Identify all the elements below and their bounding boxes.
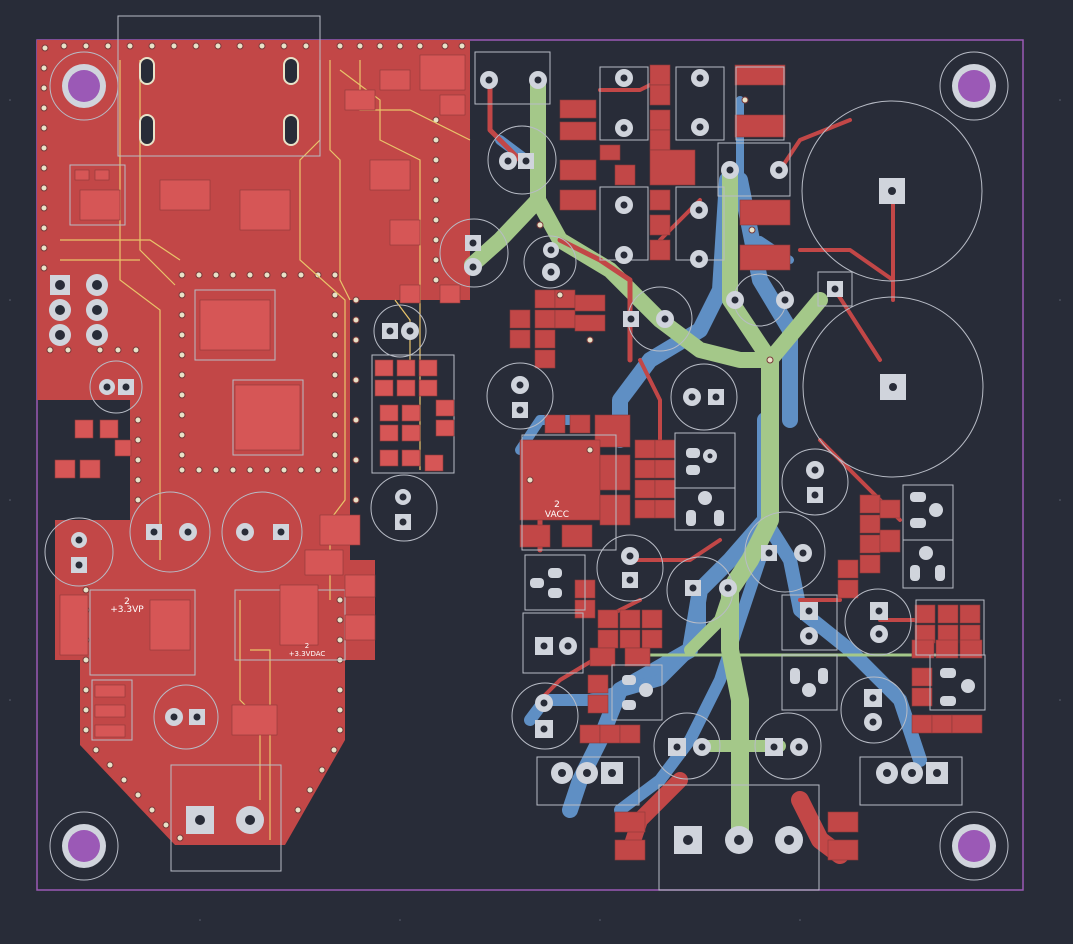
v33dac-net-number: 2 bbox=[305, 642, 309, 650]
tht-pads-right bbox=[464, 69, 975, 854]
smd-pads-right bbox=[509, 64, 983, 861]
mounting-holes bbox=[49, 51, 1009, 881]
silkscreen-right bbox=[439, 51, 986, 891]
v33p-net-label: +3.3VP bbox=[110, 605, 144, 615]
grid-dots bbox=[9, 99, 1061, 921]
vacc-net-label: VACC bbox=[545, 510, 569, 520]
v33p-net-number: 2 bbox=[124, 597, 130, 607]
v33dac-net-label: +3.3VDAC bbox=[289, 650, 326, 658]
silkscreen-left bbox=[44, 15, 455, 872]
net-labels: 2 VACC 2 +3.3VP 2 +3.3VDAC bbox=[110, 500, 569, 658]
tht-pads-left bbox=[49, 274, 419, 834]
vias-right bbox=[526, 96, 774, 484]
usb-connector-slots bbox=[139, 57, 299, 146]
stitching-vias-left bbox=[40, 42, 466, 842]
board-outline bbox=[36, 39, 1024, 891]
smd-pads-left bbox=[54, 54, 466, 738]
vacc-net-number: 2 bbox=[554, 500, 560, 510]
